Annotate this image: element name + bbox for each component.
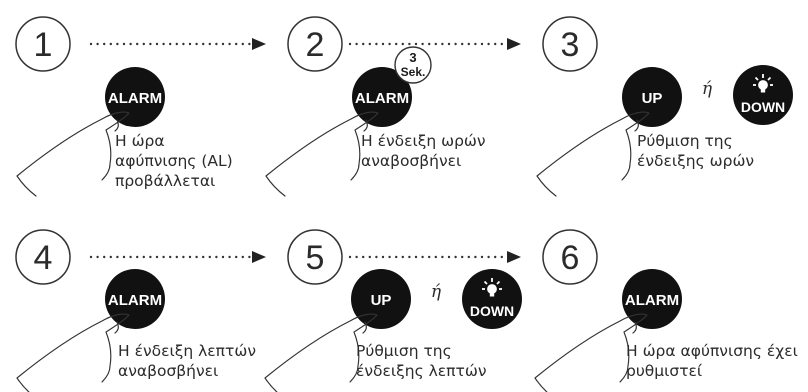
caption-line: Ρύθμιση της bbox=[637, 132, 733, 150]
light-bulb-icon bbox=[482, 278, 502, 297]
button-label: DOWN bbox=[741, 99, 785, 115]
step-2: 2 ALARM 3 Sek. bbox=[265, 16, 432, 197]
step-number: 1 bbox=[34, 26, 53, 64]
pointing-hand-icon bbox=[16, 313, 130, 392]
button-label: DOWN bbox=[470, 303, 514, 319]
or-separator: ή bbox=[431, 282, 442, 302]
pointing-hand-icon bbox=[534, 313, 648, 392]
step-3: 3 UP ή DOWN bbox=[536, 16, 793, 197]
hold-time-value: 3 bbox=[409, 50, 416, 65]
step-6-caption: Η ώρα αφύπνισης έχει ρυθμιστεί bbox=[626, 341, 798, 381]
step-6: 6 ALARM bbox=[534, 229, 682, 392]
step-number-badge: 6 bbox=[542, 229, 598, 285]
step-number: 5 bbox=[306, 239, 325, 277]
connector-arrow-5-6 bbox=[348, 251, 521, 263]
button-label: ALARM bbox=[108, 90, 162, 107]
step-number-badge: 4 bbox=[15, 229, 71, 285]
step-1-caption: Η ώρα αφύπνισης (AL) προβάλλεται bbox=[115, 131, 233, 191]
button-label: ALARM bbox=[108, 292, 162, 309]
alarm-button: ALARM bbox=[352, 67, 412, 127]
step-number: 4 bbox=[34, 239, 53, 277]
step-number: 2 bbox=[306, 26, 325, 64]
step-number: 6 bbox=[561, 239, 580, 277]
up-button: UP bbox=[622, 67, 682, 127]
up-button: UP bbox=[351, 269, 411, 329]
light-bulb-icon bbox=[753, 74, 773, 93]
caption-line: Η ώρα bbox=[115, 132, 165, 150]
step-3-caption: Ρύθμιση της ένδειξης ωρών bbox=[637, 131, 754, 171]
or-separator: ή bbox=[702, 79, 713, 99]
pointing-hand-icon bbox=[264, 313, 378, 392]
step-number-badge: 1 bbox=[15, 16, 71, 72]
button-label: UP bbox=[642, 90, 663, 107]
caption-line: ρυθμιστεί bbox=[626, 362, 703, 380]
step-number-badge: 5 bbox=[287, 229, 343, 285]
alarm-button: ALARM bbox=[622, 269, 682, 329]
button-label: ALARM bbox=[625, 292, 679, 309]
caption-line: αναβοσβήνει bbox=[118, 362, 219, 380]
connector-arrow-4-5 bbox=[89, 251, 266, 263]
pointing-hand-icon bbox=[265, 111, 379, 197]
button-label: UP bbox=[371, 292, 392, 309]
caption-line: Ρύθμιση της bbox=[356, 342, 452, 360]
caption-line: προβάλλεται bbox=[115, 172, 216, 190]
caption-line: ένδειξης λεπτών bbox=[356, 362, 487, 380]
caption-line: Η ένδειξη ωρών bbox=[361, 132, 486, 150]
alarm-button: ALARM bbox=[105, 269, 165, 329]
step-number-badge: 2 bbox=[287, 16, 343, 72]
button-label: ALARM bbox=[355, 90, 409, 107]
alarm-button: ALARM bbox=[105, 67, 165, 127]
hold-time-badge: 3 Sek. bbox=[394, 46, 432, 84]
caption-line: Η ώρα αφύπνισης έχει bbox=[626, 342, 798, 360]
caption-line: αφύπνισης (AL) bbox=[115, 152, 233, 170]
caption-line: αναβοσβήνει bbox=[361, 152, 462, 170]
step-5: 5 UP ή DOWN bbox=[264, 229, 522, 392]
step-5-caption: Ρύθμιση της ένδειξης λεπτών bbox=[356, 341, 487, 381]
step-4-caption: Η ένδειξη λεπτών αναβοσβήνει bbox=[118, 341, 256, 381]
caption-line: Η ένδειξη λεπτών bbox=[118, 342, 256, 360]
step-number-badge: 3 bbox=[542, 16, 598, 72]
down-button: DOWN bbox=[462, 269, 522, 329]
pointing-hand-icon bbox=[536, 111, 650, 197]
connector-arrow-2-3 bbox=[348, 38, 521, 50]
pointing-hand-icon bbox=[16, 111, 130, 197]
step-4: 4 ALARM bbox=[15, 229, 165, 392]
step-number: 3 bbox=[561, 26, 580, 64]
caption-line: ένδειξης ωρών bbox=[637, 152, 755, 170]
down-button: DOWN bbox=[733, 65, 793, 125]
step-1: 1 ALARM bbox=[15, 16, 165, 197]
connector-arrow-1-2 bbox=[89, 38, 266, 50]
step-2-caption: Η ένδειξη ωρών αναβοσβήνει bbox=[361, 131, 486, 171]
hold-time-unit: Sek. bbox=[401, 65, 426, 79]
